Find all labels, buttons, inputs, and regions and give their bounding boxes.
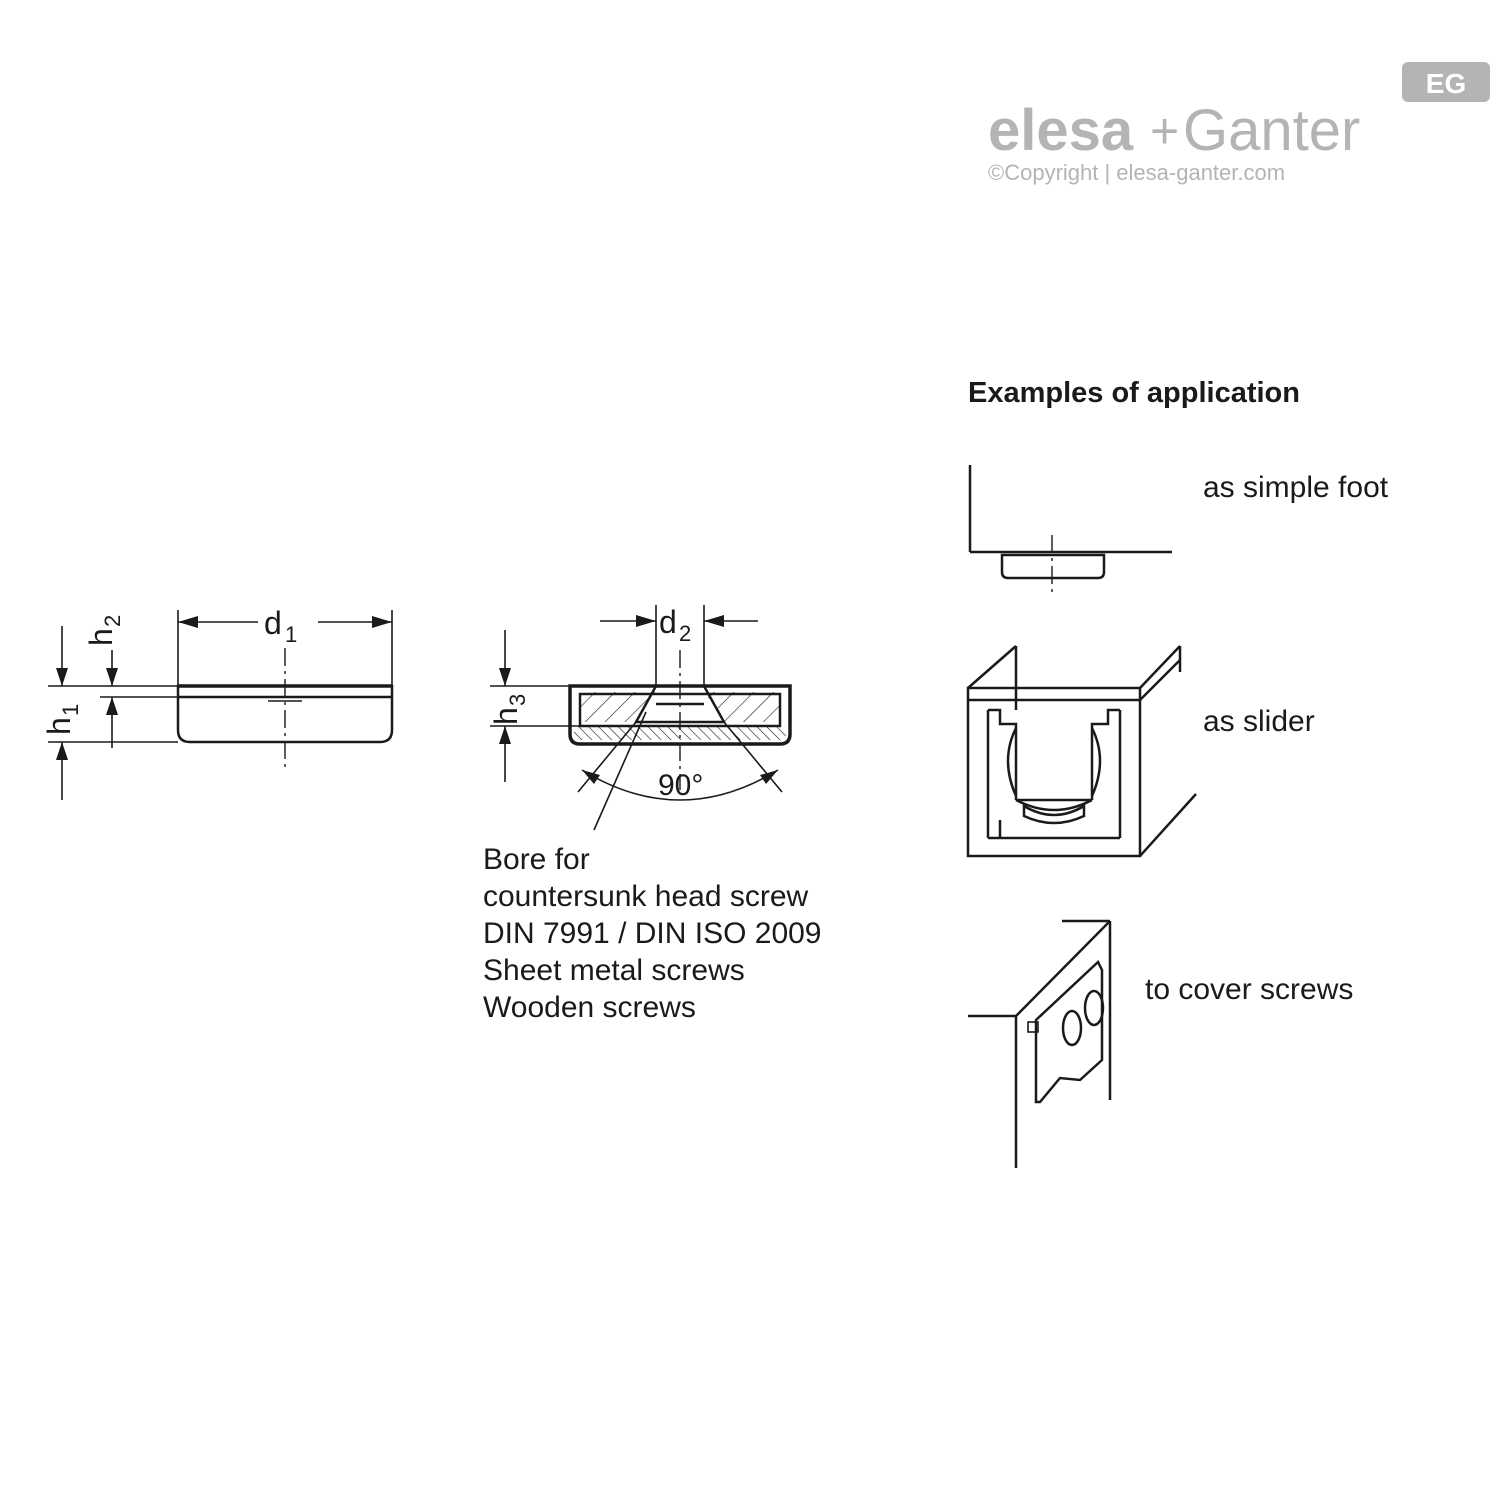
bore-note-line: DIN 7991 / DIN ISO 2009	[483, 917, 822, 950]
d2-label: d	[659, 604, 677, 640]
applications-heading: Examples of application	[968, 377, 1300, 409]
application-slider-illustration	[966, 645, 1197, 858]
brand-copyright: ©Copyright | elesa-ganter.com	[988, 160, 1285, 185]
bore-note-line: Sheet metal screws	[483, 954, 745, 987]
d1-label: d	[264, 605, 282, 641]
brand-logo: EG elesa + Ganter ©Copyright | elesa-gan…	[988, 62, 1490, 185]
application-label: as slider	[1203, 705, 1315, 738]
brand-badge-box	[1402, 62, 1490, 102]
h2-subscript: 2	[100, 615, 125, 627]
brand-name-plus: +	[1150, 103, 1179, 159]
d1-subscript: 1	[285, 622, 297, 647]
angle-label: 90°	[658, 769, 703, 802]
brand-name-main: elesa	[988, 98, 1134, 163]
h3-subscript: 3	[505, 694, 530, 706]
h1-label: h	[41, 717, 77, 735]
pad-section-view: d 2 h 3 90° Bore for countersunk head sc…	[483, 604, 822, 1024]
application-label: as simple foot	[1203, 471, 1389, 504]
d2-subscript: 2	[679, 621, 691, 646]
application-foot-illustration	[968, 465, 1172, 594]
h3-label: h	[488, 707, 524, 725]
bore-note: Bore for countersunk head screw DIN 7991…	[483, 843, 822, 1024]
brand-badge: EG	[1426, 68, 1466, 99]
bore-note-line: countersunk head screw	[483, 880, 809, 913]
bore-note-line: Wooden screws	[483, 991, 696, 1024]
h1-subscript: 1	[58, 704, 83, 716]
bore-note-line: Bore for	[483, 843, 590, 876]
application-cover-illustration	[968, 919, 1112, 1168]
brand-name-second: Ganter	[1183, 98, 1360, 163]
application-label: to cover screws	[1145, 973, 1353, 1006]
h2-label: h	[83, 628, 119, 646]
pad-side-view: d 1 h 1 h 2	[41, 605, 394, 800]
applications-section: Examples of application as simple foot	[966, 377, 1389, 1168]
